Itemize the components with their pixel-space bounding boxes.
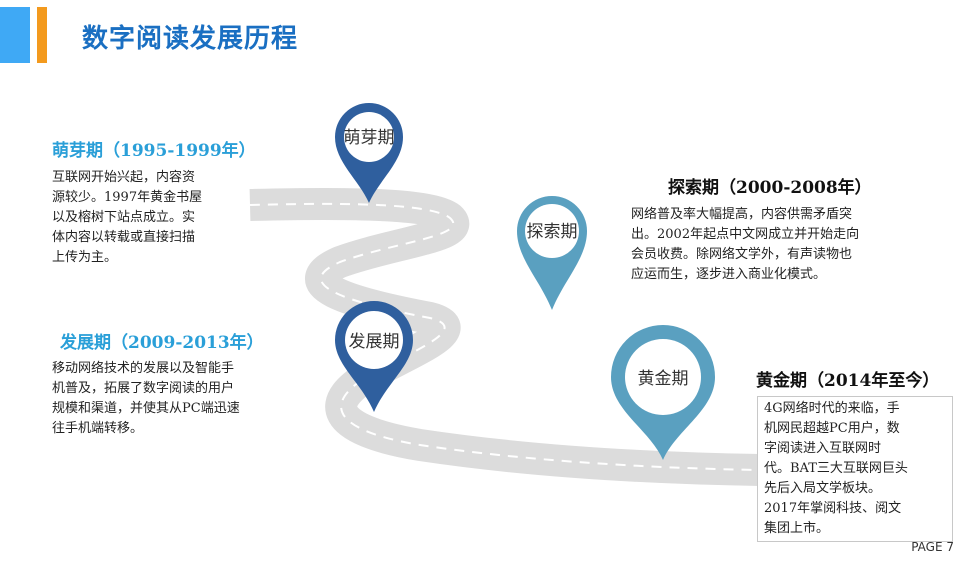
pin-label: 探索期 (527, 222, 578, 242)
desc-line: 网络普及率大幅提高，内容供需矛盾突 (631, 207, 853, 222)
road-center-line (249, 202, 761, 471)
pin-label: 发展期 (349, 332, 400, 352)
period-heading-golden: 黄金期（2014年至今） (756, 371, 940, 391)
desc-line: 2017年掌阅科技、阅文 (764, 501, 902, 516)
desc-line: 互联网开始兴起，内容资 (52, 170, 196, 185)
desc-line: 会员收费。除网络文学外，有声读物也 (631, 247, 853, 262)
desc-line: 代。BAT三大互联网巨头 (764, 461, 908, 476)
desc-line: 往手机端转移。 (52, 421, 144, 436)
desc-line: 以及榕树下站点成立。实 (52, 210, 196, 225)
period-desc-development: 移动网络技术的发展以及智能手 机普及，拓展了数字阅读的用户 规模和渠道，并使其从… (52, 359, 302, 439)
desc-line: 体内容以转载或直接扫描 (52, 230, 196, 245)
page-title: 数字阅读发展历程 (82, 24, 299, 54)
pin-label: 黄金期 (638, 369, 689, 389)
desc-line: 机网民超越PC用户，数 (764, 421, 900, 436)
page-number: PAGE 7 (911, 540, 954, 554)
desc-line: 移动网络技术的发展以及智能手 (52, 361, 235, 376)
period-heading-development: 发展期（2009-2013年） (60, 333, 264, 353)
pin-germination: 萌芽期 (335, 103, 403, 203)
desc-line: 字阅读进入互联网时 (764, 441, 882, 456)
desc-line: 源较少。1997年黄金书屋 (52, 190, 203, 205)
desc-line: 出。2002年起点中文网成立并开始走向 (631, 227, 860, 242)
pin-label: 萌芽期 (344, 128, 395, 148)
desc-line: 上传为主。 (52, 250, 118, 265)
period-desc-exploration: 网络普及率大幅提高，内容供需矛盾突 出。2002年起点中文网成立并开始走向 会员… (631, 205, 931, 285)
accent-bar-orange (37, 7, 47, 63)
period-heading-germination: 萌芽期（1995-1999年） (52, 141, 256, 161)
desc-line: 先后入局文学板块。 (764, 481, 882, 496)
desc-line: 规模和渠道，并使其从PC端迅速 (52, 401, 240, 416)
period-desc-germination: 互联网开始兴起，内容资 源较少。1997年黄金书屋 以及榕树下站点成立。实 体内… (52, 168, 252, 268)
accent-bar-blue (0, 7, 30, 63)
desc-line: 应运而生，逐步进入商业化模式。 (631, 267, 827, 282)
pin-development: 发展期 (335, 301, 413, 412)
desc-line: 集团上市。 (764, 521, 830, 536)
desc-line: 机普及，拓展了数字阅读的用户 (52, 381, 235, 396)
pin-exploration: 探索期 (517, 196, 587, 310)
desc-line: 4G网络时代的来临，手 (764, 401, 900, 416)
period-desc-golden: 4G网络时代的来临，手 机网民超越PC用户，数 字阅读进入互联网时 代。BAT三… (757, 396, 953, 542)
pin-golden: 黄金期 (611, 325, 715, 460)
period-heading-exploration: 探索期（2000-2008年） (668, 178, 872, 198)
